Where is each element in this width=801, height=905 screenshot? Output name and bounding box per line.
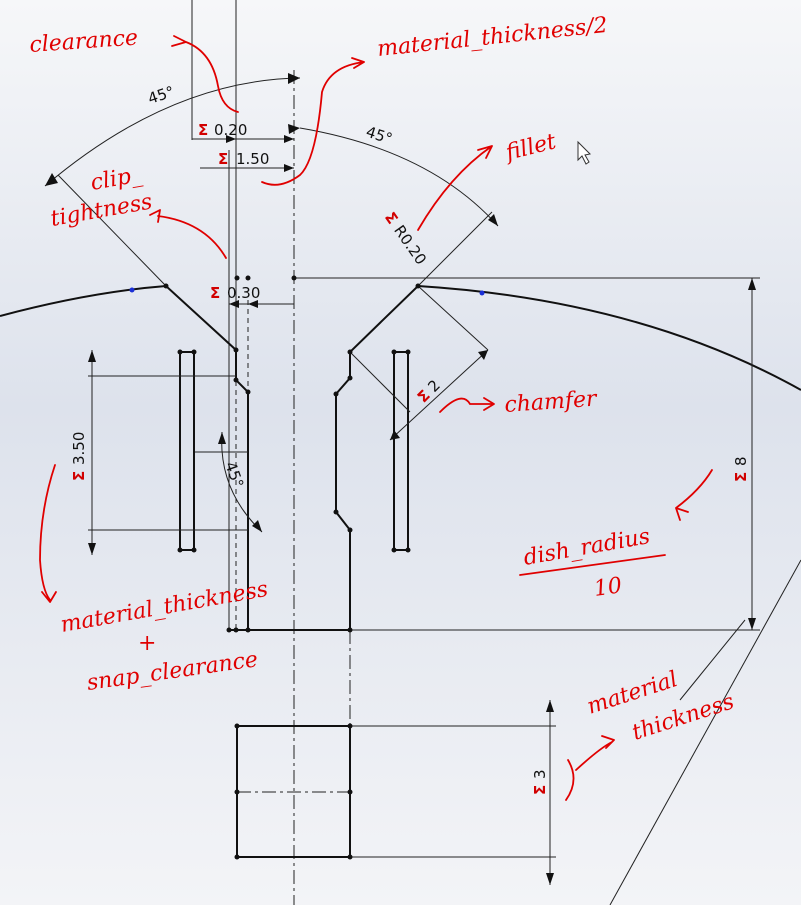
thickness-value: 3	[531, 769, 549, 779]
clip-gap-value: 0.30	[227, 284, 260, 302]
svg-text:Σ: Σ	[198, 121, 208, 139]
thickness-dimension[interactable]: Σ 3	[531, 769, 549, 795]
half-thickness-dimension[interactable]: Σ 1.50	[218, 150, 269, 168]
clip-height-dimension[interactable]: Σ 3.50	[70, 432, 88, 481]
right-clip-bar[interactable]	[393, 351, 409, 551]
clearance-value: 0.20	[214, 121, 247, 139]
svg-text:Σ: Σ	[218, 150, 228, 168]
note-dish-radius-divisor: 10	[592, 573, 623, 602]
boundary-line	[609, 559, 801, 905]
dimension-arrows	[45, 73, 756, 885]
svg-text:Σ: Σ	[70, 471, 88, 481]
mouse-cursor-icon	[577, 140, 592, 165]
dish-dimension[interactable]: Σ 8	[732, 456, 750, 482]
dimension-lines	[44, 77, 760, 885]
clearance-dimension[interactable]: Σ 0.20	[198, 121, 247, 139]
clip-height-value: 3.50	[70, 432, 88, 465]
clip-gap-dimension[interactable]: Σ 0.30	[210, 284, 260, 302]
note-material-snap-plus: +	[138, 631, 156, 656]
svg-text:Σ: Σ	[210, 284, 220, 302]
left-clip-bar[interactable]	[179, 351, 195, 551]
svg-text:Σ: Σ	[732, 472, 750, 482]
sketch-points[interactable]	[129, 275, 485, 860]
svg-text:Σ: Σ	[531, 785, 549, 795]
half-thickness-value: 1.50	[236, 150, 269, 168]
dish-value: 8	[732, 456, 750, 466]
